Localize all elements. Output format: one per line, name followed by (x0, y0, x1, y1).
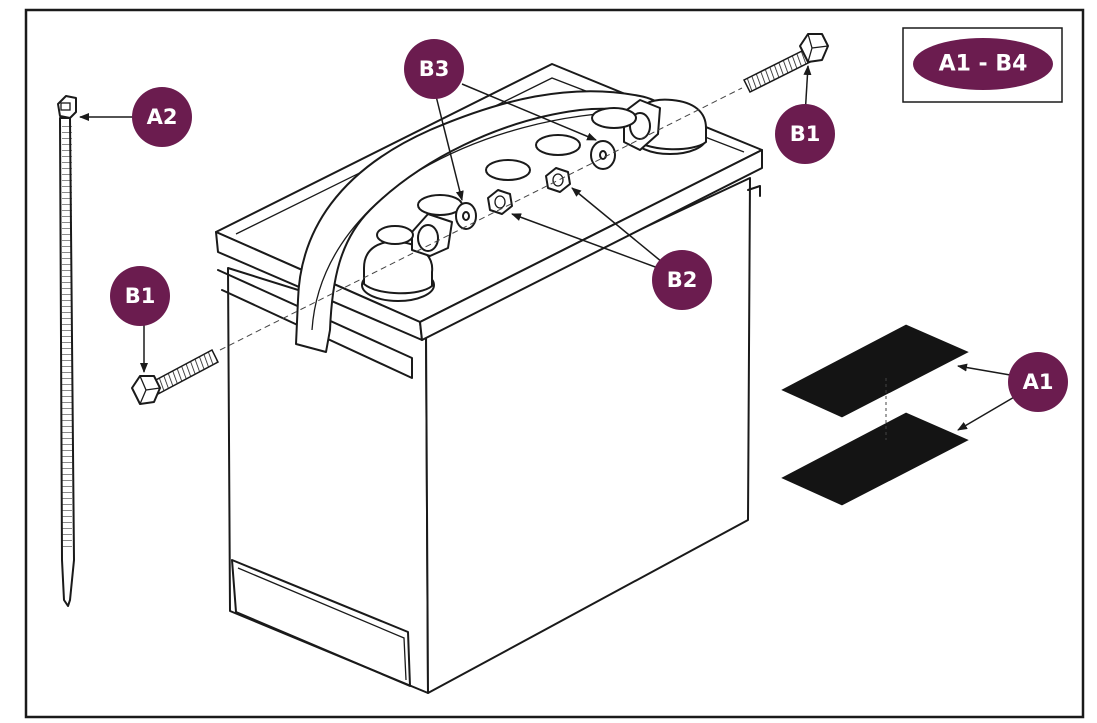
washer-left (455, 202, 477, 230)
kit-key-label: A1 - B4 (939, 52, 1028, 77)
adhesive-pad-top (778, 323, 972, 419)
terminal-post (417, 194, 463, 216)
svg-text:B3: B3 (419, 57, 450, 81)
svg-text:B1: B1 (790, 122, 821, 146)
terminal-left-cover (361, 213, 453, 302)
hex-nut-right (545, 167, 571, 193)
leader-b2-right (571, 187, 663, 263)
leader-b2-left (511, 213, 659, 269)
leader-a1-top (957, 363, 1017, 377)
leader-b3-right (461, 83, 597, 141)
washer-right (590, 140, 616, 170)
cable-tie (57, 95, 77, 607)
leader-a1-bottom (957, 395, 1017, 431)
terminal-post (591, 107, 637, 129)
leader-b3-left (435, 95, 464, 201)
callout-b3: B3 (404, 39, 464, 99)
hex-nut-left (487, 189, 513, 215)
adhesive-pad-bottom (778, 411, 972, 507)
kit-key-badge (913, 38, 1053, 90)
bolt-left (131, 348, 219, 405)
callout-b1-top: B1 (775, 104, 835, 164)
svg-text:B1: B1 (125, 284, 156, 308)
vent-cap (376, 225, 414, 245)
battery (215, 63, 763, 694)
svg-text:A1: A1 (1023, 370, 1054, 394)
terminal-right-cover (623, 98, 707, 155)
svg-text:A2: A2 (147, 105, 178, 129)
kit-key-box: A1 - B4 (902, 27, 1063, 103)
vent-cap (485, 159, 531, 181)
bolt-top-right (742, 33, 829, 94)
callout-b1-left: B1 (110, 266, 170, 326)
callout-b2: B2 (652, 250, 712, 310)
callout-a2: A2 (132, 87, 192, 147)
vent-cap (535, 134, 581, 156)
svg-text:B2: B2 (667, 268, 698, 292)
callout-a1: A1 (1008, 352, 1068, 412)
assembly-axis-line (219, 87, 743, 351)
diagram-border (24, 8, 1085, 719)
